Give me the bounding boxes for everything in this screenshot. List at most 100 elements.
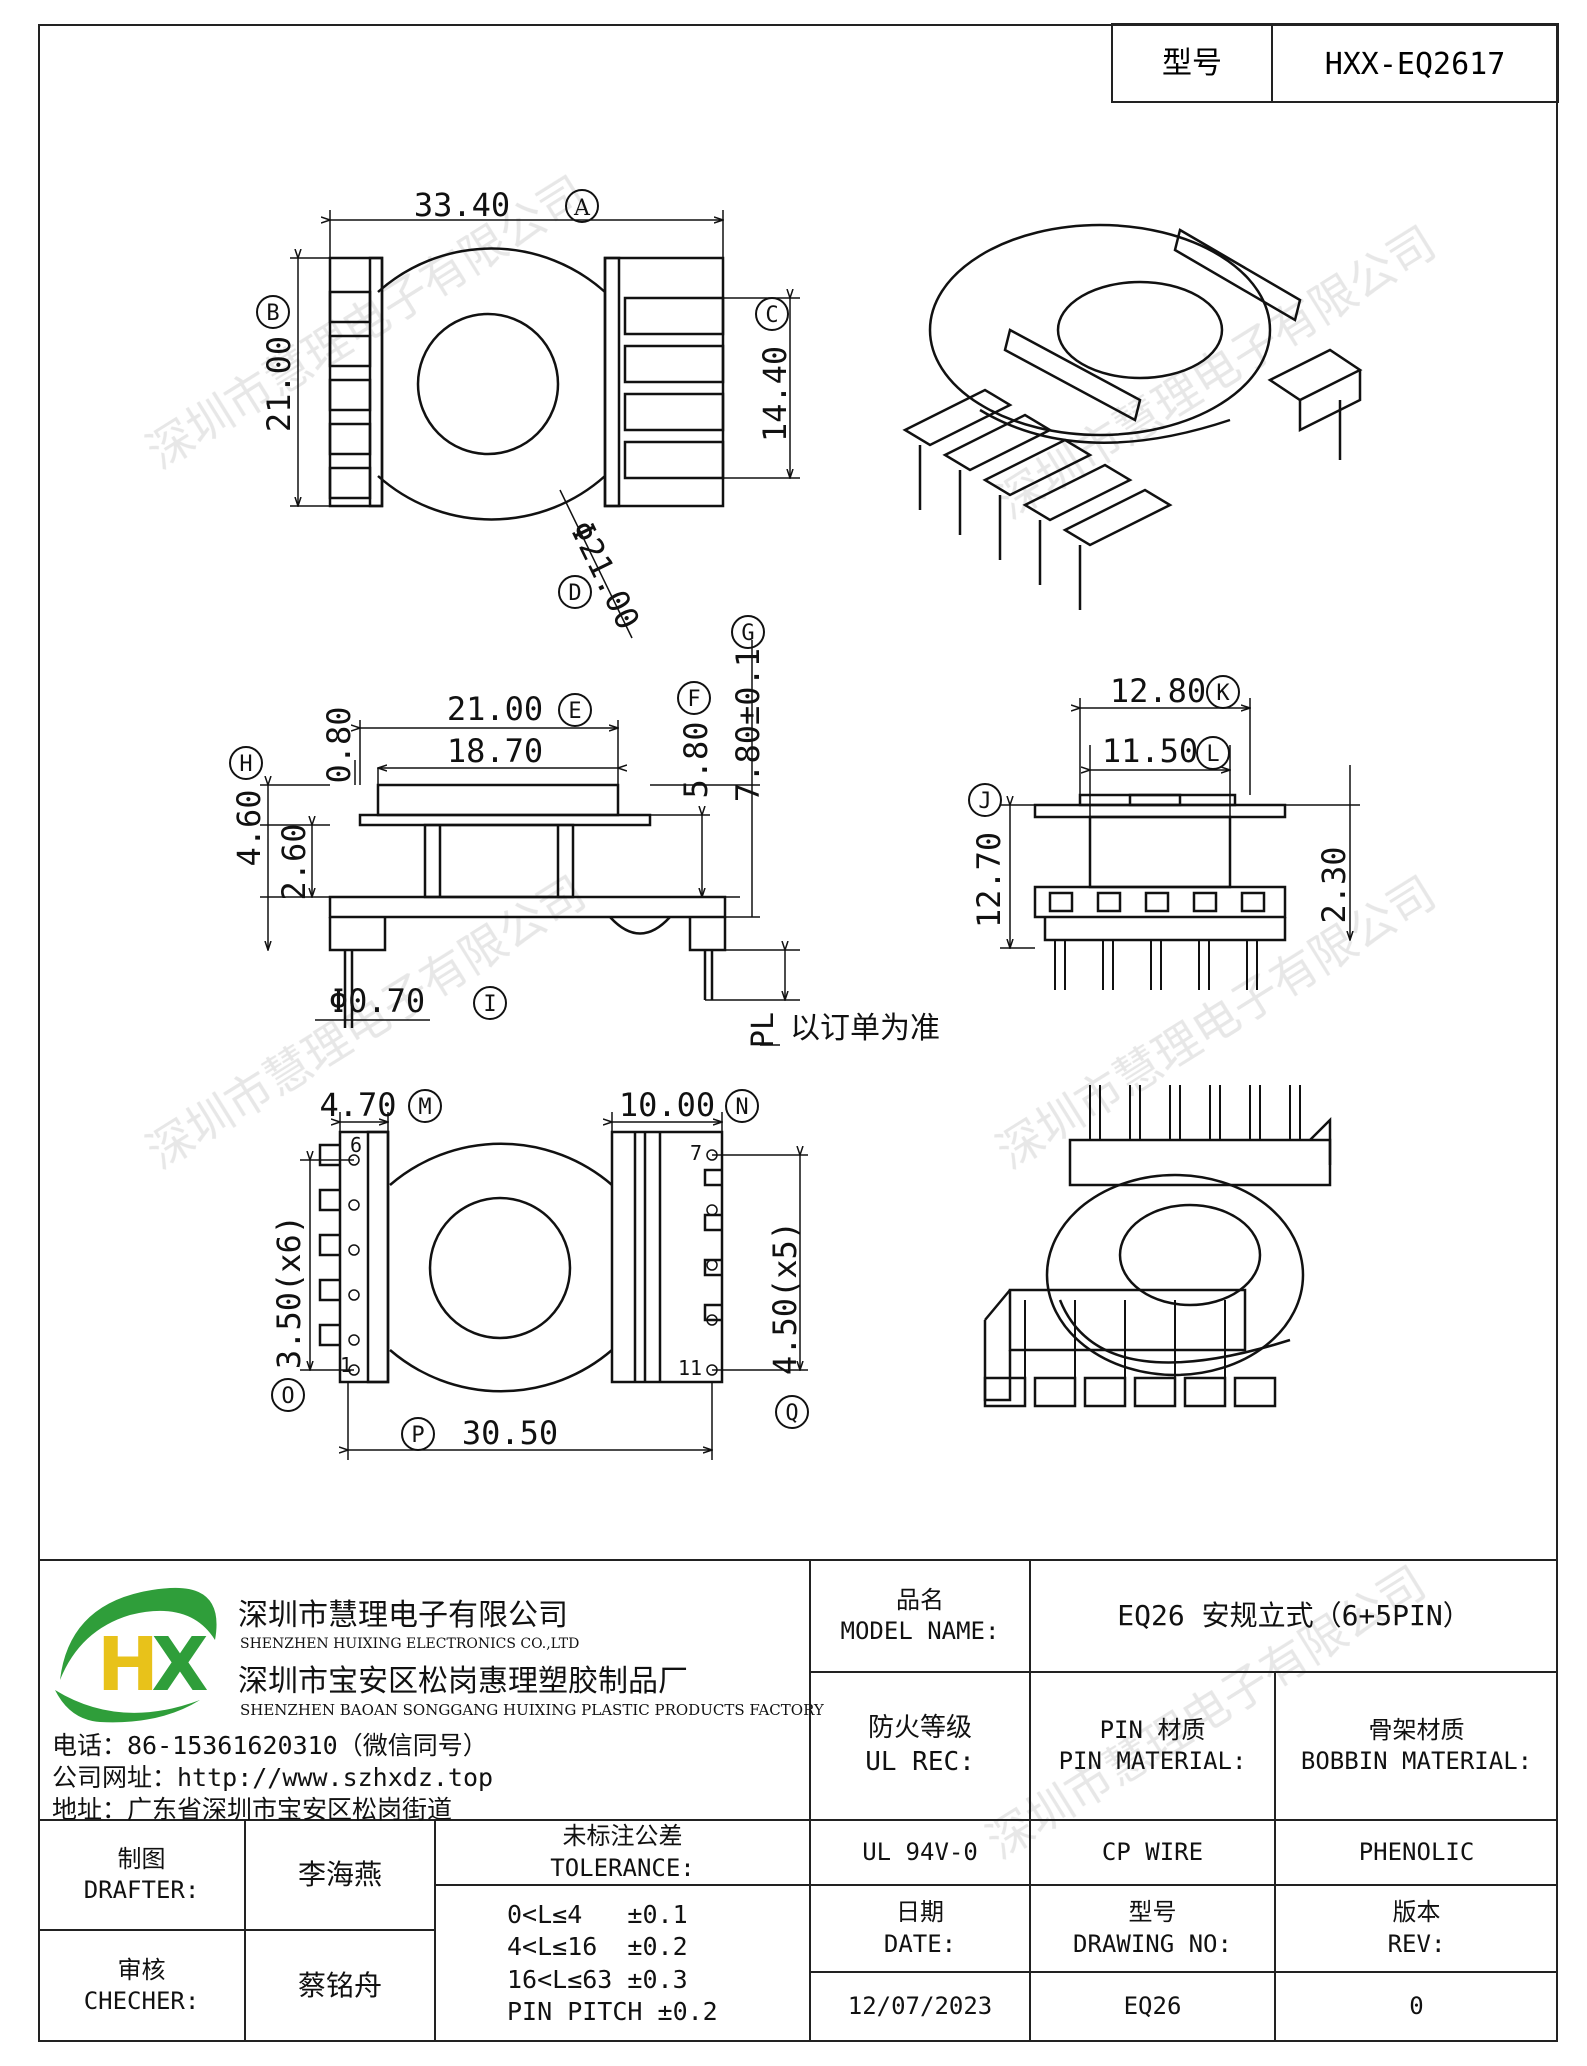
dim-j-mark: J <box>978 789 991 814</box>
dim-pl-note: 以订单为准 <box>790 1011 940 1046</box>
drawing-no-value: EQ26 <box>1123 1992 1182 2021</box>
date-label-en: DATE: <box>883 1929 957 1958</box>
dim-a-value: 33.40 <box>414 186 510 224</box>
drawing-no-label: 型号 DRAWING NO: <box>1030 1885 1275 1972</box>
header-model-value: HXX-EQ2617 <box>1325 47 1506 82</box>
dim-o-value: 3.50(x6) <box>270 1215 308 1369</box>
model-name-label-cn: 品名 <box>896 1585 944 1614</box>
bottom-view <box>300 1112 808 1460</box>
title-block-grid <box>38 1559 1558 2042</box>
rev-value: 0 <box>1409 1992 1424 2021</box>
tolerance-line-2: 4<L≤16 ±0.2 <box>507 1932 688 1961</box>
dim-n-mark: N <box>735 1095 748 1120</box>
drafter-name: 李海燕 <box>297 1857 382 1891</box>
dim-m-mark: M <box>418 1095 431 1120</box>
dim-h-value: 4.60 <box>230 789 268 866</box>
dim-g-mark: G <box>741 621 754 646</box>
checker-label: 审核 CHECHER: <box>38 1930 245 2042</box>
top-view <box>290 210 800 639</box>
dim-k-mark: K <box>1216 681 1230 706</box>
dim-o-mark: O <box>281 1384 294 1409</box>
svg-text:X: X <box>151 1622 208 1708</box>
dim-f-value: 5.80 <box>677 721 715 798</box>
company-name-cn: 深圳市慧理电子有限公司 <box>238 1598 568 1633</box>
ul-label-cn: 防火等级 <box>867 1713 972 1744</box>
watermark-4: 深圳市慧理电子有限公司 <box>987 865 1445 1179</box>
pin-label-1: 1 <box>340 1353 352 1377</box>
ul-label: 防火等级 UL REC: <box>810 1672 1030 1820</box>
dim-q-value: 4.50(x5) <box>766 1221 804 1375</box>
dim-g-value: 7.80±0.1 <box>729 648 767 802</box>
date-value: 12/07/2023 <box>847 1992 993 2021</box>
model-name-label: 品名 MODEL NAME: <box>810 1560 1030 1672</box>
watermark-2: 深圳市慧理电子有限公司 <box>987 215 1445 529</box>
dim-base-h: 2.60 <box>275 823 313 900</box>
top-view-labels: 33.40 A 21.00 B 14.40 C Φ21.00 D <box>256 186 794 635</box>
factory-name-en: SHENZHEN BAOAN SONGGANG HUIXING PLASTIC … <box>240 1701 824 1719</box>
model-name-value: EQ26 安规立式（6+5PIN） <box>1117 1598 1471 1632</box>
dim-n-value: 10.00 <box>619 1086 715 1124</box>
dim-c-value: 14.40 <box>756 346 794 442</box>
date-label: 日期 DATE: <box>810 1885 1030 1972</box>
tolerance-lines: 0<L≤4 ±0.1 4<L≤16 ±0.2 16<L≤63 ±0.3 PIN … <box>435 1885 810 2042</box>
side-view-labels: 12.80 K 11.50 L 12.70 J 2.30 <box>968 672 1353 928</box>
date-label-cn: 日期 <box>896 1898 944 1927</box>
dim-c-mark: C <box>765 303 778 328</box>
drafter-label-cn: 制图 <box>117 1844 166 1873</box>
company-phone: 电话：86-15361620310（微信同号） <box>52 1731 488 1760</box>
dim-d-mark: D <box>568 581 581 606</box>
rev-label: 版本 REV: <box>1275 1885 1558 1972</box>
dim-b-mark: B <box>266 301 279 326</box>
dim-e-value: 21.00 <box>447 690 543 728</box>
tolerance-label-en: TOLERANCE: <box>550 1853 695 1882</box>
pin-material-label-cn: PIN 材质 <box>1099 1715 1206 1744</box>
drawing-frame <box>38 24 1558 2042</box>
pin-material-label-en: PIN MATERIAL: <box>1058 1747 1247 1775</box>
side-view <box>1000 698 1360 990</box>
bobbin-material-label: 骨架材质 BOBBIN MATERIAL: <box>1275 1672 1558 1820</box>
iso-view-2 <box>983 1085 1332 1408</box>
dim-top-gap: 0.80 <box>320 706 358 783</box>
ul-label-en: UL REC: <box>865 1747 975 1777</box>
dim-e-mark: E <box>568 699 581 724</box>
front-view <box>260 640 800 1046</box>
drafter-label-en: DRAFTER: <box>83 1876 200 1904</box>
dim-l-mark: L <box>1206 742 1219 767</box>
pin-material-value: CP WIRE <box>1101 1837 1204 1866</box>
header-block: 型号 HXX-EQ2617 <box>1111 23 1559 103</box>
dim-i-value: Φ0.70 <box>329 982 425 1020</box>
dim-h-mark: H <box>239 752 252 777</box>
bobbin-material-label-cn: 骨架材质 <box>1368 1715 1465 1744</box>
tolerance-line-4: PIN PITCH ±0.2 <box>507 1997 718 2026</box>
checker-name: 蔡铭舟 <box>297 1968 382 2002</box>
pin-label-7: 7 <box>690 1141 702 1165</box>
company-website: 公司网址：http://www.szhxdz.top <box>52 1763 494 1792</box>
dim-f-mark: F <box>687 687 700 712</box>
tolerance-label-cn: 未标注公差 <box>562 1822 683 1851</box>
company-name-en: SHENZHEN HUIXING ELECTRONICS CO.,LTD <box>240 1636 580 1652</box>
pin-label-11: 11 <box>678 1356 702 1380</box>
dim-p-value: 30.50 <box>462 1414 558 1452</box>
bobbin-material-label-en: BOBBIN MATERIAL: <box>1300 1747 1533 1775</box>
dim-inner-width: 18.70 <box>447 732 543 770</box>
checker-label-en: CHECHER: <box>83 1987 200 2015</box>
model-name-label-en: MODEL NAME: <box>840 1617 1000 1645</box>
drafter-label: 制图 DRAFTER: <box>38 1820 245 1930</box>
pin-label-6: 6 <box>350 1133 362 1157</box>
dim-j-value: 12.70 <box>970 832 1008 928</box>
iso-view-1 <box>902 223 1363 610</box>
ul-value: UL 94V-0 <box>862 1837 978 1866</box>
checker-label-cn: 审核 <box>117 1955 166 1984</box>
dim-i-mark: I <box>483 992 496 1017</box>
dim-a-mark: A <box>573 196 591 221</box>
dim-m-value: 4.70 <box>319 1086 396 1124</box>
dim-pin-h: 2.30 <box>1315 846 1353 923</box>
drawing-no-label-en: DRAWING NO: <box>1073 1929 1232 1958</box>
rev-label-cn: 版本 <box>1392 1898 1441 1927</box>
company-logo: H X <box>55 1587 217 1723</box>
tolerance-line-1: 0<L≤4 ±0.1 <box>507 1899 688 1929</box>
logo-text: H <box>97 1622 159 1708</box>
drawing-no-label-cn: 型号 <box>1128 1898 1177 1927</box>
dim-k-value: 12.80 <box>1110 672 1206 710</box>
